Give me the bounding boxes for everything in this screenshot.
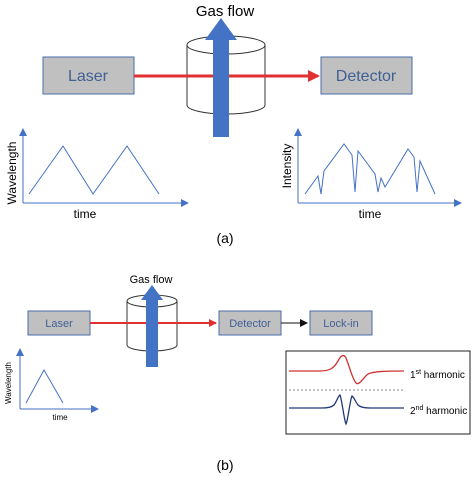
wavelength-axis-label-a: Wavelength (5, 142, 19, 205)
wavelength-plot-a: Wavelength time (5, 128, 189, 221)
gas-flow-label-a: Gas flow (196, 3, 255, 20)
time-axis-label-a-left: time (74, 207, 97, 221)
lockin-label-b: Lock-in (323, 318, 358, 330)
gas-flow-arrow-a (205, 18, 237, 137)
wavelength-ramp-a (28, 145, 160, 195)
gas-flow-label-b: Gas flow (130, 274, 173, 286)
detector-box-a: Detector (320, 56, 413, 95)
intensity-signal-a (304, 143, 436, 195)
time-axis-label-a-right: time (359, 207, 382, 221)
laser-box-a: Laser (42, 56, 135, 95)
laser-label-a: Laser (68, 68, 109, 85)
intensity-plot-a: Intensity time (280, 128, 462, 221)
panel-a: Gas flow Laser Detector Wavelength time (5, 3, 462, 246)
caption-b: (b) (216, 457, 233, 473)
second-harmonic-label: 2nd harmonic (410, 405, 467, 417)
detector-label-a: Detector (336, 68, 397, 85)
second-harmonic-curve (289, 394, 404, 426)
time-axis-label-b: time (52, 413, 68, 422)
wavelength-ramp-b (25, 368, 64, 404)
first-harmonic-label: 1st harmonic (410, 369, 465, 381)
first-harmonic-curve (289, 354, 405, 385)
gas-flow-arrow-b (141, 285, 163, 367)
laser-box-b: Laser (27, 310, 91, 336)
detector-box-b: Detector (218, 310, 282, 336)
detector-label-b: Detector (229, 318, 271, 330)
harmonics-panel: 1st harmonic 2nd harmonic (285, 350, 471, 435)
intensity-axis-label-a: Intensity (280, 144, 294, 189)
caption-a: (a) (216, 230, 233, 246)
laser-label-b: Laser (45, 318, 73, 330)
wavelength-axis-label-b: Wavelength (4, 362, 13, 404)
lockin-box-b: Lock-in (309, 310, 373, 336)
panel-b: Gas flow Laser Detector Lock-in (4, 274, 471, 473)
wavelength-plot-b: Wavelength time (4, 348, 99, 422)
